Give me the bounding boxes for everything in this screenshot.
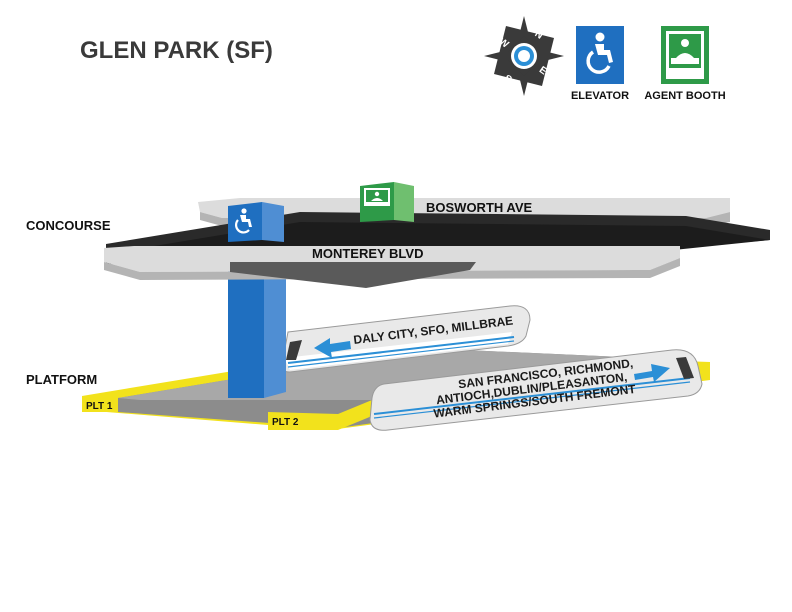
plt1-label: PLT 1 xyxy=(86,401,113,412)
concourse-level-label: CONCOURSE xyxy=(26,218,111,233)
train-northbound: DALY CITY, SFO, MILLBRAE xyxy=(281,305,531,373)
bosworth-ave-label: BOSWORTH AVE xyxy=(426,200,532,215)
concourse-elevator-icon xyxy=(228,202,284,242)
compass-rose-icon: N E S W xyxy=(484,16,564,96)
concourse-level: BOSWORTH AVE MONTEREY BLVD CONCOURSE xyxy=(26,182,770,288)
legend-agent-booth: AGENT BOOTH xyxy=(644,26,726,102)
arrow-left-icon xyxy=(314,338,351,358)
concourse-agent-booth-icon xyxy=(360,182,414,222)
legend-elevator-label: ELEVATOR xyxy=(571,90,629,102)
monterey-blvd-label: MONTEREY BLVD xyxy=(312,246,423,261)
legend-elevator: ELEVATOR xyxy=(571,26,629,102)
wheelchair-glyph xyxy=(586,32,613,74)
station-title: GLEN PARK (SF) xyxy=(80,37,273,64)
elevator-shaft xyxy=(228,262,286,398)
legend-agent-booth-label: AGENT BOOTH xyxy=(644,90,725,102)
plt2-label: PLT 2 xyxy=(272,417,299,428)
platform-level-label: PLATFORM xyxy=(26,372,97,387)
train-southbound: SAN FRANCISCO, RICHMOND, ANTIOCH,DUBLIN/… xyxy=(369,349,703,431)
arrow-right-icon xyxy=(634,364,670,382)
